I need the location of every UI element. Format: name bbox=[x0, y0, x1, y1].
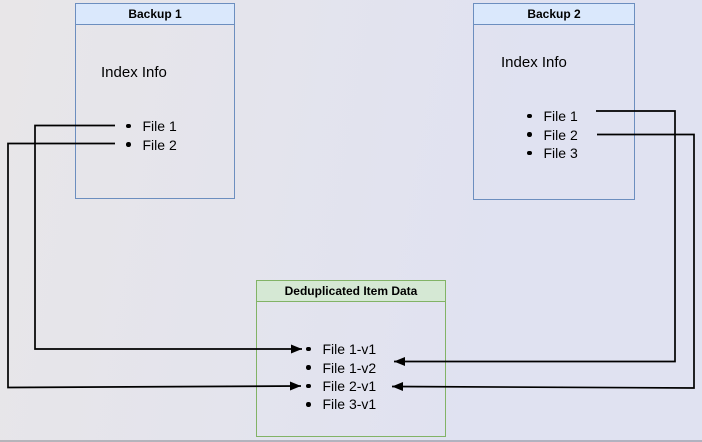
file-version-label: File 1-v1 bbox=[322, 341, 377, 358]
file-label: File 2 bbox=[543, 126, 578, 143]
bullet-icon bbox=[306, 402, 311, 407]
file-label: File 1 bbox=[142, 118, 177, 135]
deduplicated-item-data-box: Deduplicated Item Data File 1-v1 File 1-… bbox=[256, 280, 446, 437]
backup1-box: Backup 1 Index Info File 1 File 2 bbox=[75, 3, 235, 199]
list-item: File 1-v1 bbox=[299, 340, 376, 358]
bullet-icon bbox=[527, 132, 532, 137]
bullet-icon bbox=[306, 346, 311, 352]
list-item: File 2 bbox=[520, 125, 578, 143]
list-item: File 3 bbox=[520, 144, 578, 162]
file-version-label: File 3-v1 bbox=[322, 396, 377, 413]
backup2-box: Backup 2 Index Info File 1 File 2 File 3 bbox=[473, 3, 635, 200]
list-item: File 3-v1 bbox=[299, 395, 376, 413]
file-version-label: File 1-v2 bbox=[322, 359, 377, 376]
bullet-icon bbox=[306, 383, 311, 389]
file-label: File 1 bbox=[543, 108, 578, 125]
backup2-title: Backup 2 bbox=[474, 4, 634, 25]
backup1-file-list: File 1 File 2 bbox=[119, 117, 177, 154]
list-item: File 1-v2 bbox=[299, 358, 376, 376]
file-label: File 2 bbox=[142, 136, 177, 153]
deduplicated-item-data-title: Deduplicated Item Data bbox=[257, 281, 445, 302]
file-label: File 3 bbox=[543, 144, 578, 161]
bullet-icon bbox=[126, 142, 131, 147]
bullet-icon bbox=[527, 113, 532, 119]
bullet-icon bbox=[527, 150, 532, 156]
backup1-index-info-label: Index Info bbox=[101, 64, 167, 81]
list-item: File 1 bbox=[520, 107, 578, 125]
deduplicated-item-list: File 1-v1 File 1-v2 File 2-v1 File 3-v1 bbox=[299, 340, 376, 414]
backup2-index-info-label: Index Info bbox=[501, 54, 567, 71]
backup2-file-list: File 1 File 2 File 3 bbox=[520, 107, 578, 162]
bullet-icon bbox=[126, 123, 131, 129]
backup1-title: Backup 1 bbox=[76, 4, 234, 25]
list-item: File 2-v1 bbox=[299, 377, 376, 395]
file-version-label: File 2-v1 bbox=[322, 377, 377, 394]
bullet-icon bbox=[306, 365, 311, 370]
list-item: File 2 bbox=[119, 135, 177, 153]
list-item: File 1 bbox=[119, 117, 177, 135]
